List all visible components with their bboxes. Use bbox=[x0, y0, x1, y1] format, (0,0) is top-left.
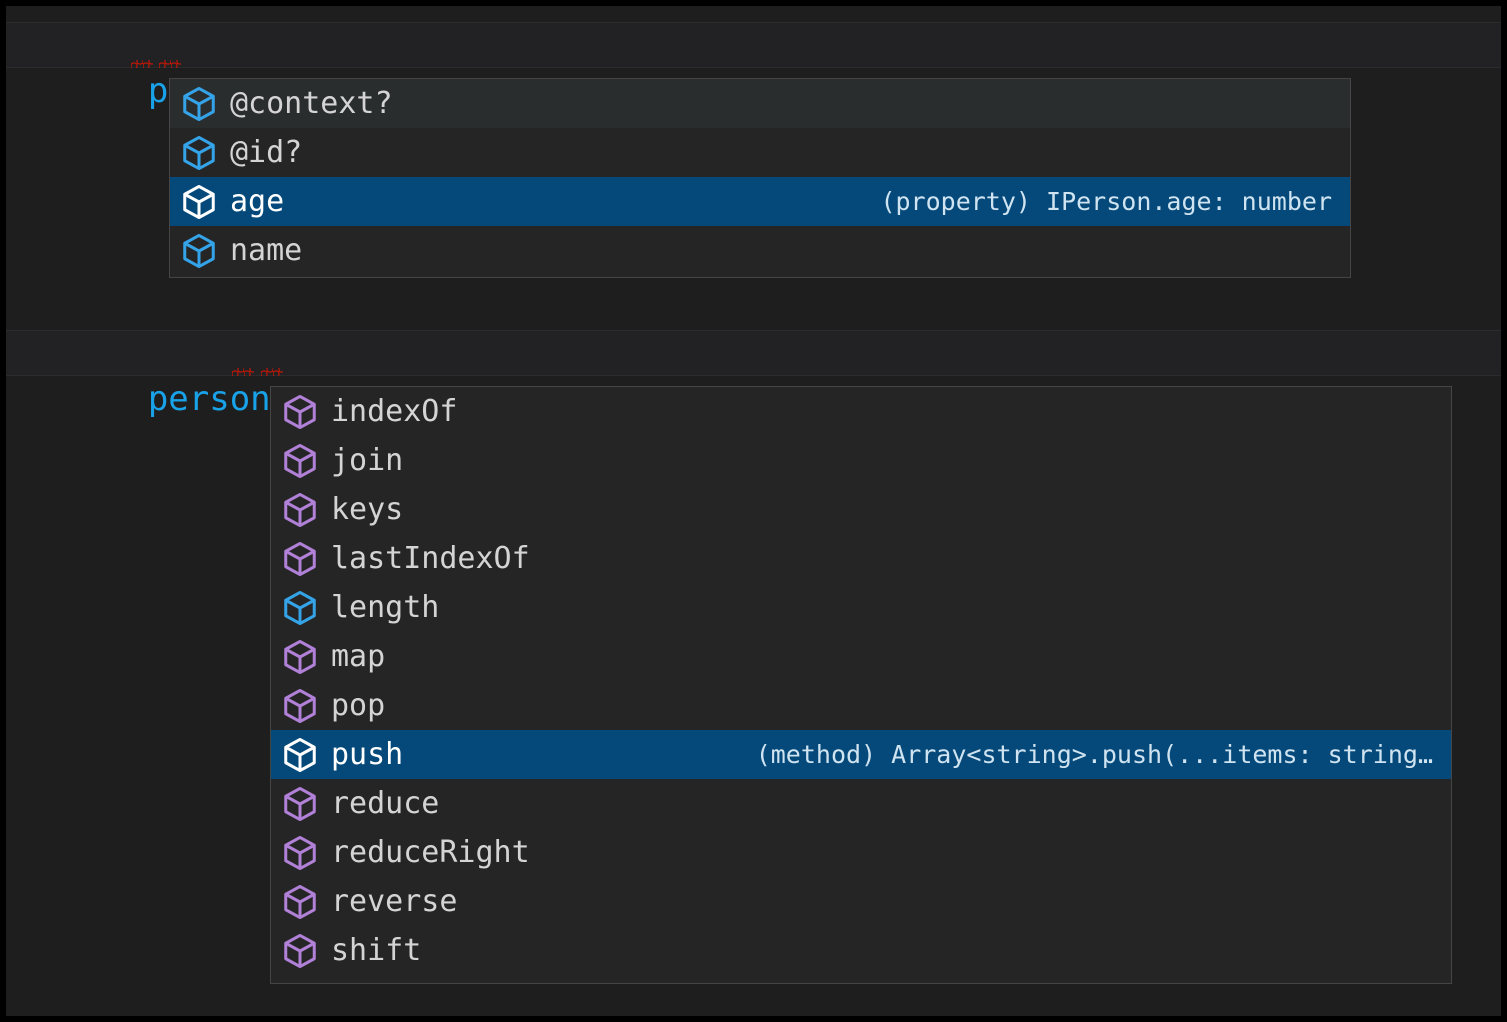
method-cube-icon bbox=[284, 884, 316, 919]
method-cube-icon bbox=[284, 835, 316, 870]
method-cube-icon bbox=[284, 737, 316, 772]
method-cube-icon bbox=[284, 541, 316, 576]
current-line-highlight-1 bbox=[6, 22, 1501, 68]
property-cube-icon bbox=[183, 135, 215, 170]
suggest-item-label: shift bbox=[331, 933, 422, 968]
suggest-item-shift[interactable]: shift bbox=[271, 926, 1451, 975]
suggest-item-detail: (property) IPerson.age: number bbox=[880, 187, 1332, 216]
method-cube-icon bbox=[284, 933, 316, 968]
suggest-item-label: reduceRight bbox=[331, 835, 530, 870]
suggest-item-context[interactable]: @context? bbox=[170, 79, 1350, 128]
property-cube-icon bbox=[183, 86, 215, 121]
error-squiggle-line1-semicolon bbox=[159, 60, 181, 68]
suggest-item-label: reverse bbox=[331, 884, 458, 919]
suggest-item-reduce[interactable]: reduce bbox=[271, 779, 1451, 828]
suggest-item-label: pop bbox=[331, 688, 386, 723]
suggest-item-reverse[interactable]: reverse bbox=[271, 877, 1451, 926]
suggest-item-label: name bbox=[230, 233, 303, 268]
code-token-variable: person bbox=[147, 379, 271, 419]
suggest-item-label: @context? bbox=[230, 86, 393, 121]
suggest-item-lastindexof[interactable]: lastIndexOf bbox=[271, 534, 1451, 583]
property-cube-icon bbox=[183, 233, 215, 268]
suggest-item-indexof[interactable]: indexOf bbox=[271, 387, 1451, 436]
suggest-item-label: map bbox=[331, 639, 386, 674]
suggest-item-label: reduce bbox=[331, 786, 440, 821]
suggest-item-map[interactable]: map bbox=[271, 632, 1451, 681]
error-squiggle-line1-dot bbox=[131, 60, 153, 68]
method-cube-icon bbox=[284, 492, 316, 527]
error-squiggle-line2-semicolon bbox=[261, 368, 283, 376]
current-line-highlight-2 bbox=[6, 330, 1501, 376]
suggest-item-reduceright[interactable]: reduceRight bbox=[271, 828, 1451, 877]
method-cube-icon bbox=[284, 639, 316, 674]
suggest-item-name[interactable]: name bbox=[170, 226, 1350, 275]
suggest-item-keys[interactable]: keys bbox=[271, 485, 1451, 534]
suggest-item-detail: (method) Array<string>.push(...items: st… bbox=[755, 740, 1433, 769]
method-cube-icon bbox=[284, 394, 316, 429]
suggest-item-label: lastIndexOf bbox=[331, 541, 530, 576]
suggest-item-label: age bbox=[230, 184, 285, 219]
suggest-item-label: length bbox=[331, 590, 440, 625]
error-squiggle-line2-dot bbox=[232, 368, 254, 376]
intellisense-popup-person[interactable]: @context? @id? age (property) IPerson.age: … bbox=[169, 78, 1351, 278]
suggest-item-label: join bbox=[331, 443, 404, 478]
suggest-item-label: keys bbox=[331, 492, 404, 527]
method-cube-icon bbox=[284, 688, 316, 723]
property-cube-icon bbox=[284, 590, 316, 625]
method-cube-icon bbox=[284, 443, 316, 478]
suggest-item-length[interactable]: length bbox=[271, 583, 1451, 632]
suggest-item-push[interactable]: push (method) Array<string>.push(...items… bbox=[271, 730, 1451, 779]
suggest-item-id[interactable]: @id? bbox=[170, 128, 1350, 177]
suggest-item-label: @id? bbox=[230, 135, 303, 170]
suggest-item-join[interactable]: join bbox=[271, 436, 1451, 485]
suggest-item-pop[interactable]: pop bbox=[271, 681, 1451, 730]
property-cube-icon bbox=[183, 184, 215, 219]
code-editor-surface[interactable]: person.; person.name.; @context?@id?age(… bbox=[6, 6, 1501, 1016]
intellisense-popup-name[interactable]: indexOf join keys lastIndexOf length map pop pu… bbox=[270, 386, 1452, 984]
suggest-item-age[interactable]: age (property) IPerson.age: number bbox=[170, 177, 1350, 226]
suggest-item-label: indexOf bbox=[331, 394, 458, 429]
suggest-item-label: push bbox=[331, 737, 404, 772]
method-cube-icon bbox=[284, 786, 316, 821]
